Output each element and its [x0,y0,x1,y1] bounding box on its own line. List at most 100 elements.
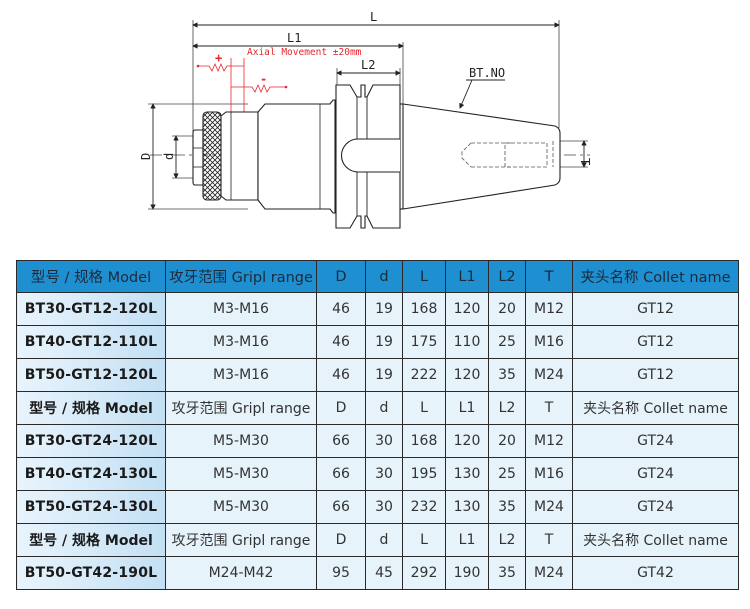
cell-L2: 25 [488,325,526,359]
cell-d: 30 [365,424,403,458]
cell-collet-name: GT42 [572,556,739,590]
cell-D: 46 [316,325,366,359]
cell-T: M12 [525,292,573,326]
cell-D: 66 [316,457,366,491]
cell-model: BT50-GT12-120L [16,358,166,392]
cell-L2: 20 [488,292,526,326]
cell-T: M16 [525,457,573,491]
cell-L: 232 [402,490,446,524]
cell-d: d [365,391,403,425]
cell-T: M16 [525,325,573,359]
cell-model: BT40-GT24-130L [16,457,166,491]
cell-d: d [365,523,403,557]
cell-T: T [525,260,573,293]
cell-d: 30 [365,490,403,524]
cell-grip-range: M5-M30 [165,457,317,491]
cell-L: L [402,523,446,557]
cell-D: D [316,260,366,293]
taper-shank [402,103,561,210]
cell-L1: L1 [445,391,489,425]
cell-collet-name: 夹头名称 Collet name [572,260,739,293]
label-T: T [578,158,592,165]
label-D: D [139,153,153,160]
cell-L2: L2 [488,523,526,557]
cell-d: d [365,260,403,293]
cell-L2: L2 [488,260,526,293]
cell-collet-name: GT12 [572,292,739,326]
cell-collet-name: GT12 [572,358,739,392]
cell-T: M24 [525,556,573,590]
minus-sign: - [260,72,267,86]
cell-collet-name: GT24 [572,490,739,524]
cell-d: 19 [365,292,403,326]
cell-L: 195 [402,457,446,491]
cell-model: BT50-GT24-130L [16,490,166,524]
cell-L2: L2 [488,391,526,425]
cell-L1: 120 [445,292,489,326]
knurled-nut [202,111,222,201]
cell-L: 222 [402,358,446,392]
cell-grip-range: 攻牙范围 Gripl range [165,260,317,293]
cell-L1: 120 [445,424,489,458]
label-bt-no: BT.NO [469,66,505,80]
cell-model: 型号 / 规格 Model [16,260,166,293]
cell-grip-range: M3-M16 [165,292,317,326]
cell-d: 45 [365,556,403,590]
label-d: d [162,153,176,160]
cell-D: 46 [316,292,366,326]
cell-grip-range: M3-M16 [165,325,317,359]
cell-grip-range: M3-M16 [165,358,317,392]
cell-L2: 35 [488,490,526,524]
cell-L1: L1 [445,523,489,557]
cell-D: 66 [316,490,366,524]
cell-L: 175 [402,325,446,359]
cell-L1: 130 [445,457,489,491]
cell-collet-name: 夹头名称 Collet name [572,523,739,557]
cell-L2: 35 [488,358,526,392]
internal-thread-hidden [461,141,554,168]
cell-D: 95 [316,556,366,590]
cell-model: BT30-GT12-120L [16,292,166,326]
cell-L1: 110 [445,325,489,359]
body [257,99,336,214]
cell-L2: 25 [488,457,526,491]
cell-grip-range: M5-M30 [165,490,317,524]
bt-no-leader [460,79,505,108]
dimension-lines [150,22,587,210]
cell-model: 型号 / 规格 Model [16,523,166,557]
cell-T: M24 [525,358,573,392]
cell-grip-range: M24-M42 [165,556,317,590]
drive-key-slot [340,138,400,173]
cell-D: D [316,523,366,557]
cell-T: T [525,391,573,425]
cell-T: M12 [525,424,573,458]
cell-L: 168 [402,292,446,326]
cell-L1: L1 [445,260,489,293]
cell-model: 型号 / 规格 Model [16,391,166,425]
collet-stub [192,129,204,186]
cell-L: L [402,391,446,425]
cell-L1: 130 [445,490,489,524]
cell-collet-name: GT24 [572,457,739,491]
cell-d: 30 [365,457,403,491]
cell-grip-range: 攻牙范围 Gripl range [165,523,317,557]
cell-L2: 20 [488,424,526,458]
part-outline [192,84,561,229]
axial-movement-label: Axial Movement ±20mm [247,47,362,58]
tool-holder-drawing: L L1 L2 D d T BT.NO Axial Movement ±20mm… [139,10,592,229]
cell-L: 168 [402,424,446,458]
label-L1: L1 [287,31,301,45]
cell-grip-range: 攻牙范围 Gripl range [165,391,317,425]
cell-model: BT30-GT24-120L [16,424,166,458]
cell-model: BT40-GT12-110L [16,325,166,359]
